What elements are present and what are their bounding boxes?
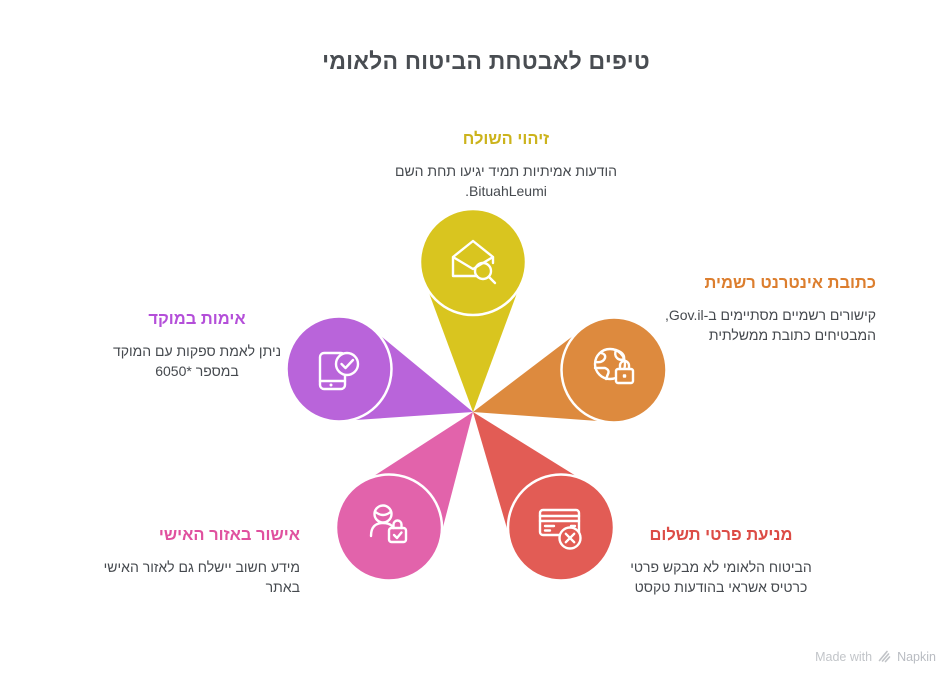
napkin-brand-label: Napkin: [897, 650, 936, 664]
petal-circle: [506, 473, 616, 582]
section-sender-identification-text: זיהוי השולח הודעות אמיתיות תמיד יגיעו תח…: [361, 128, 651, 201]
phone-check-icon: [318, 351, 360, 391]
section-heading: אישור באזור האישי: [158, 526, 300, 544]
section-description: מידע חשוב יישלח גם לאזור האישי באתר: [103, 559, 300, 595]
made-with-napkin[interactable]: Made with Napkin: [815, 650, 936, 664]
section-description: הביטוח הלאומי לא מבקש פרטי כרטיס אשראי ב…: [630, 559, 812, 595]
petal-tail: [360, 412, 473, 542]
globe-lock-icon: [593, 347, 635, 385]
section-payment-details-text: מניעת פרטי תשלום הביטוח הלאומי לא מבקש פ…: [621, 524, 821, 597]
page-title: טיפים לאבטחת הביטוח הלאומי: [322, 48, 650, 74]
made-with-label: Made with: [815, 650, 873, 664]
section-heading: מניעת פרטי תשלום: [649, 526, 793, 544]
petal-hotline-verification: [285, 315, 473, 423]
petal-sender-identification: [418, 207, 528, 412]
petal-circle: [560, 316, 668, 424]
petal-official-url: [473, 316, 668, 424]
envelope-search-icon: [451, 239, 497, 285]
card-decline-icon: [538, 508, 582, 550]
petal-tail: [424, 280, 522, 412]
section-description: קישורים רשמיים מסתיימים ב-Gov.il, המבטיח…: [664, 307, 876, 343]
petal-circle: [418, 207, 528, 317]
section-description: ניתן לאמת ספקות עם המוקד במספר *6050: [112, 343, 282, 379]
section-heading: זיהוי השולח: [462, 130, 550, 148]
section-heading: אימות במוקד: [148, 310, 246, 328]
napkin-logo-icon: [878, 650, 891, 663]
section-description: הודעות אמיתיות תמיד יגיעו תחת השם Bituah…: [394, 163, 618, 199]
petal-personal-area: [334, 412, 473, 582]
section-personal-area-text: אישור באזור האישי מידע חשוב יישלח גם לאז…: [88, 524, 300, 597]
petal-payment-details: [473, 412, 616, 582]
user-lock-icon: [369, 504, 408, 544]
section-hotline-verification-text: אימות במוקד ניתן לאמת ספקות עם המוקד במס…: [92, 308, 302, 381]
petal-tail: [473, 412, 589, 543]
section-heading: כתובת אינטרנט רשמית: [704, 274, 876, 292]
section-official-url-text: כתובת אינטרנט רשמית קישורים רשמיים מסתיי…: [656, 272, 876, 345]
